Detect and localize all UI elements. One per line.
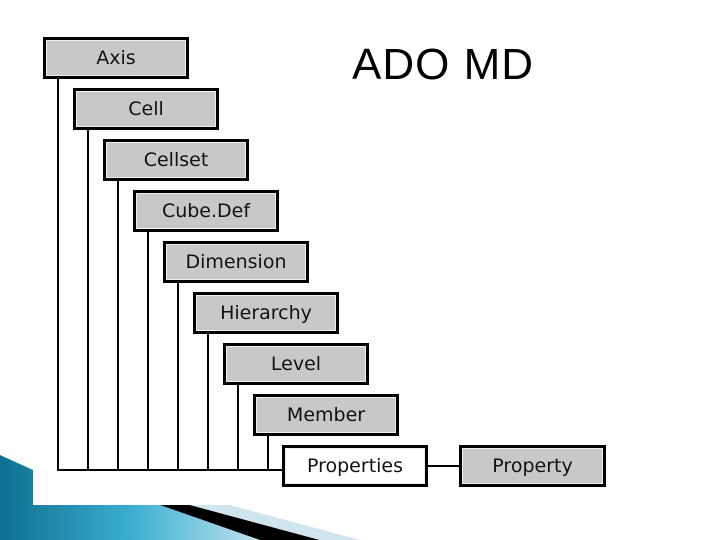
node-cubedef: Cube.Def <box>133 190 279 232</box>
connector-line <box>147 231 149 471</box>
node-cell: Cell <box>73 88 219 130</box>
connector-line <box>57 78 59 471</box>
node-axis: Axis <box>43 37 189 79</box>
node-label: Cell <box>128 98 164 120</box>
node-label: Cellset <box>143 149 209 171</box>
node-member: Member <box>253 394 399 436</box>
node-properties: Properties <box>282 445 428 487</box>
connector-line <box>177 282 179 471</box>
connector-line <box>117 180 119 471</box>
node-label: Properties <box>306 455 404 477</box>
connector-line <box>267 435 269 471</box>
connector-line <box>57 469 283 471</box>
node-label: Hierarchy <box>220 302 312 324</box>
node-label: Level <box>270 353 322 375</box>
connector-line <box>207 333 209 471</box>
node-label: Dimension <box>185 251 287 273</box>
node-label: Member <box>286 404 366 426</box>
node-hierarchy: Hierarchy <box>193 292 339 334</box>
node-dimension: Dimension <box>163 241 309 283</box>
connector-line <box>87 129 89 471</box>
node-cellset: Cellset <box>103 139 249 181</box>
node-label: Cube.Def <box>161 200 251 222</box>
node-property: Property <box>459 445 606 487</box>
node-level: Level <box>223 343 369 385</box>
connector-line <box>237 384 239 471</box>
page-title: ADO MD <box>352 40 534 89</box>
node-label: Axis <box>96 47 136 69</box>
node-label: Property <box>492 455 573 477</box>
connector-line <box>428 465 460 467</box>
